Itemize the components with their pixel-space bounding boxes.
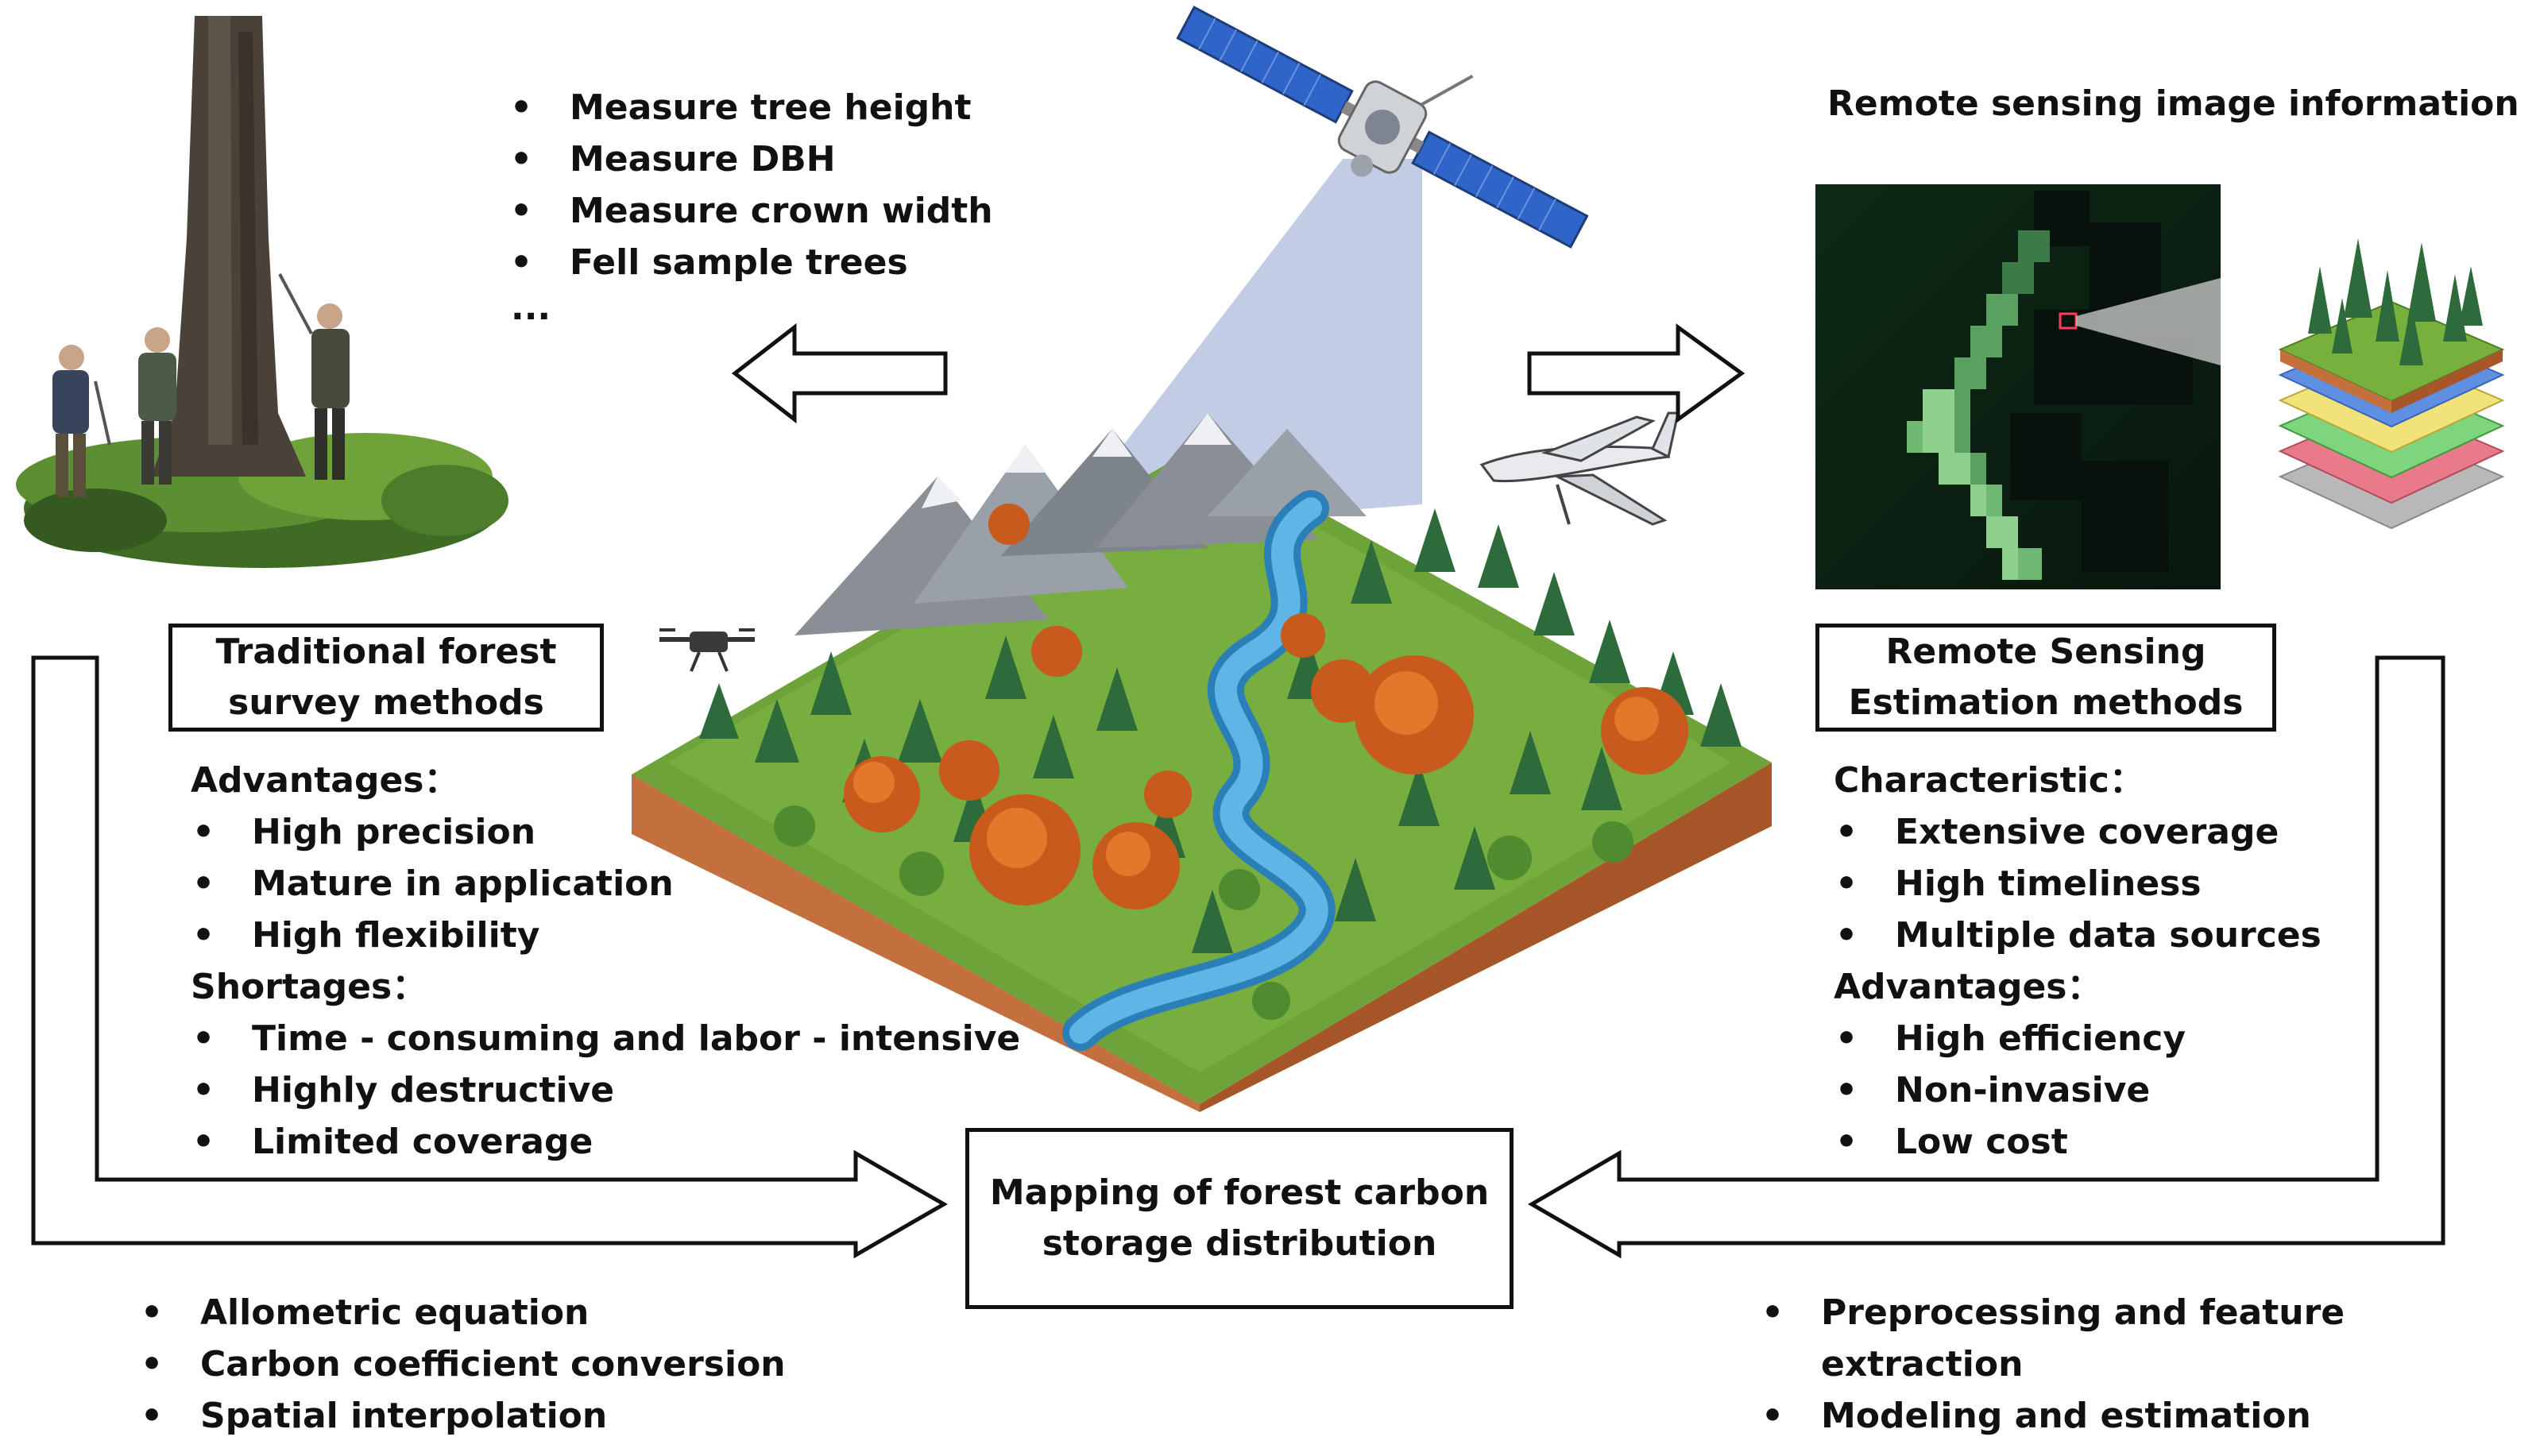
mapping-step: Allometric equation — [139, 1287, 786, 1338]
carbon-mapping-title-line2: storage distribution — [1042, 1223, 1437, 1264]
mapping-step-line1: Preprocessing and feature — [1821, 1292, 2345, 1333]
remote-sensing-methods-title-line2: Estimation methods — [1848, 682, 2244, 723]
traditional-methods-title-line2: survey methods — [228, 682, 544, 723]
traditional-shortages-header: Shortages： — [191, 967, 427, 1007]
rs-advantages-header: Advantages： — [1834, 967, 2102, 1007]
traditional-methods-details: Advantages： High precision Mature in app… — [191, 755, 1020, 1168]
sensing-beam — [1057, 159, 1422, 532]
remote-sensing-methods-box: Remote Sensing Estimation methods — [1815, 624, 2276, 732]
mapping-step: Carbon coefficient conversion — [139, 1338, 786, 1390]
mapping-step: Preprocessing and feature extraction — [1760, 1287, 2345, 1390]
field-step: Measure tree height — [508, 82, 993, 133]
satellite-icon — [1176, 6, 1589, 249]
drone-icon — [659, 628, 755, 672]
field-step: Measure DBH — [508, 133, 993, 185]
field-step: Fell sample trees — [508, 237, 993, 288]
field-survey-photo — [16, 16, 508, 568]
carbon-mapping-title-line1: Mapping of forest carbon — [989, 1172, 1490, 1213]
rs-advantage: Low cost — [1834, 1116, 2322, 1168]
rs-advantage: Non-invasive — [1834, 1064, 2322, 1116]
traditional-methods-box: Traditional forest survey methods — [168, 624, 604, 732]
rs-image-title: Remote sensing image information — [1827, 83, 2519, 124]
rs-characteristic: Multiple data sources — [1834, 910, 2322, 961]
rs-advantage: High efficiency — [1834, 1013, 2322, 1064]
remote-sensing-details: Characteristic： Extensive coverage High … — [1834, 755, 2322, 1168]
left-flow-arrow — [31, 655, 949, 1259]
remote-sensing-mapping-steps: Preprocessing and feature extraction Mod… — [1760, 1287, 2345, 1442]
traditional-advantage: High precision — [191, 806, 1020, 858]
left-arrow — [731, 322, 948, 424]
pixel-zoom-cone — [2076, 278, 2221, 365]
field-steps-list: Measure tree height Measure DBH Measure … — [508, 82, 993, 328]
field-steps-more: ... — [511, 288, 551, 328]
traditional-shortage: Highly destructive — [191, 1064, 1020, 1116]
data-layers-icon — [2278, 238, 2505, 530]
rs-characteristic: High timeliness — [1834, 858, 2322, 910]
surveyor-person — [138, 327, 176, 485]
surveyor-person — [278, 273, 350, 480]
airplane-icon — [1479, 411, 1680, 526]
mapping-step-line2: extraction — [1821, 1344, 2024, 1385]
traditional-advantage: Mature in application — [191, 858, 1020, 910]
mapping-step: Modeling and estimation — [1760, 1390, 2345, 1442]
right-arrow — [1527, 323, 1746, 423]
traditional-shortage: Time - consuming and labor - intensive — [191, 1013, 1020, 1064]
traditional-mapping-steps: Allometric equation Carbon coefficient c… — [139, 1287, 786, 1442]
traditional-shortage: Limited coverage — [191, 1116, 1020, 1168]
carbon-mapping-box: Mapping of forest carbon storage distrib… — [965, 1128, 1514, 1309]
surveyor-person — [52, 345, 111, 497]
rs-characteristic-header: Characteristic： — [1834, 760, 2144, 801]
traditional-methods-title-line1: Traditional forest — [215, 631, 557, 672]
traditional-advantage: High flexibility — [191, 910, 1020, 961]
mapping-step: Spatial interpolation — [139, 1390, 786, 1442]
remote-sensing-image — [1815, 184, 2221, 589]
traditional-advantages-header: Advantages： — [191, 760, 459, 801]
field-step: Measure crown width — [508, 185, 993, 237]
right-flow-arrow — [1528, 655, 2445, 1259]
remote-sensing-methods-title-line1: Remote Sensing — [1885, 631, 2206, 672]
rs-characteristic: Extensive coverage — [1834, 806, 2322, 858]
